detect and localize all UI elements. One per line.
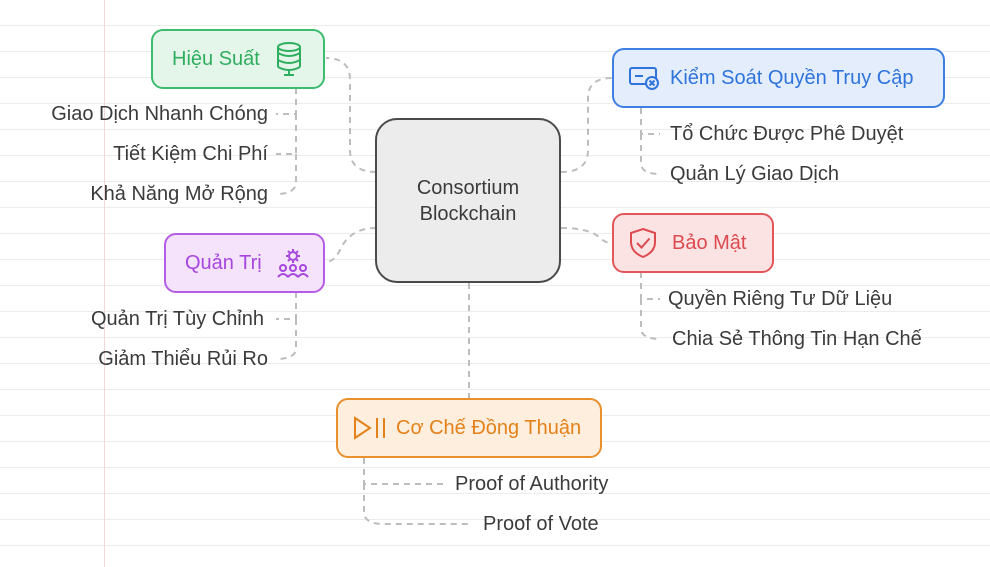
security-item-1: Quyền Riêng Tư Dữ Liệu: [668, 288, 893, 310]
branch-performance-node[interactable]: Hiệu Suất: [151, 29, 325, 89]
branch-governance-title: Quản Trị: [185, 251, 262, 274]
branch-governance-node[interactable]: Quản Trị: [164, 233, 325, 293]
connector-center-access: [560, 77, 613, 173]
performance-item-1: Giao Dịch Nhanh Chóng: [51, 103, 268, 125]
connector-center-performance: [325, 57, 377, 173]
branch-security-title: Bảo Mật: [672, 231, 747, 254]
connector-center-governance: [325, 227, 377, 263]
performance-item-3: Khả Năng Mở Rộng: [90, 183, 268, 205]
branch-access-control-title: Kiểm Soát Quyền Truy Cập: [670, 66, 914, 89]
connector-security-2: [640, 299, 661, 340]
central-topic-node[interactable]: Consortium Blockchain: [375, 118, 561, 283]
performance-item-2: Tiết Kiệm Chi Phí: [113, 143, 268, 165]
connector-security-1: [640, 272, 660, 300]
governance-item-2: Giảm Thiểu Rủi Ro: [98, 348, 268, 370]
connector-performance-1: [276, 88, 297, 115]
connector-access-2: [640, 134, 661, 175]
connector-consensus-2: [363, 484, 470, 525]
consensus-item-2: Proof of Vote: [483, 513, 599, 535]
security-item-2: Chia Sẻ Thông Tin Hạn Chế: [672, 328, 922, 350]
access-card-icon: [628, 64, 662, 92]
central-topic-line2: Blockchain: [419, 202, 517, 225]
connector-access-1: [640, 108, 660, 135]
governance-item-1: Quản Trị Tùy Chỉnh: [90, 308, 264, 330]
access-control-item-2: Quản Lý Giao Dịch: [670, 163, 839, 185]
branch-security-node[interactable]: Bảo Mật: [612, 213, 774, 273]
shield-check-icon: [628, 227, 658, 259]
connector-performance-3: [275, 154, 297, 195]
branch-performance-title: Hiệu Suất: [172, 47, 260, 70]
branch-access-control-node[interactable]: Kiểm Soát Quyền Truy Cập: [612, 48, 945, 108]
branch-consensus-title: Cơ Chế Đồng Thuận: [396, 416, 582, 439]
consensus-item-1: Proof of Authority: [455, 473, 609, 495]
connector-governance-1: [276, 292, 297, 320]
connector-governance-2: [275, 319, 297, 360]
central-topic-line1: Consortium: [416, 176, 520, 199]
connector-performance-2: [276, 114, 297, 155]
connector-center-security: [560, 227, 613, 244]
branch-consensus-node[interactable]: Cơ Chế Đồng Thuận: [336, 398, 602, 458]
connector-consensus-1: [363, 458, 446, 485]
play-pause-icon: [352, 415, 388, 441]
group-gear-icon: [276, 247, 310, 279]
database-icon: [274, 42, 304, 76]
access-control-item-1: Tổ Chức Được Phê Duyệt: [670, 123, 904, 145]
